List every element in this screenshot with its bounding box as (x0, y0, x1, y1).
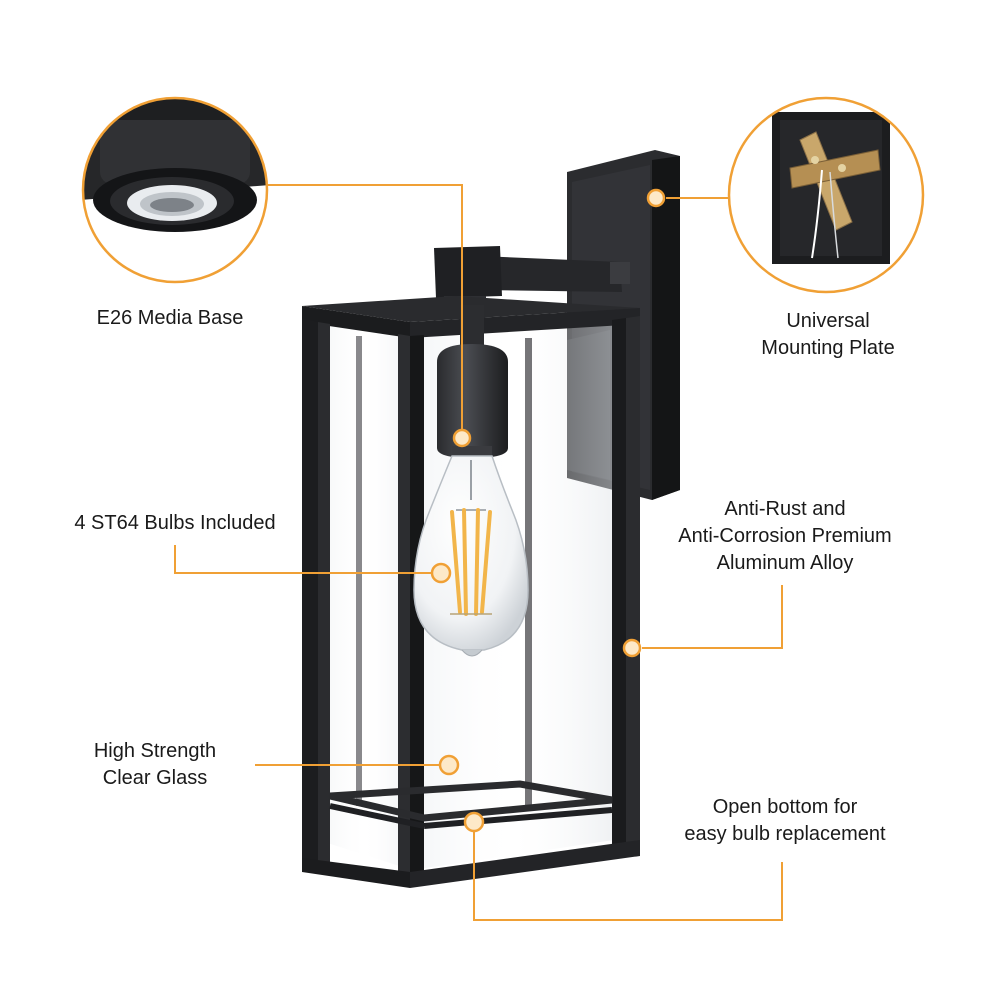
label-line: Clear Glass (102, 767, 208, 789)
callout-dot-e26 (452, 428, 472, 448)
label-line: Anti-Rust and (724, 498, 846, 520)
label-line: Aluminum Alloy (716, 552, 854, 574)
label-aluminum-alloy: Anti-Rust and Anti-Corrosion Premium Alu… (640, 496, 930, 577)
label-line: Mounting Plate (761, 337, 895, 359)
label-st64-bulbs: 4 ST64 Bulbs Included (55, 510, 295, 537)
edison-bulb (413, 455, 529, 657)
detail-circle-e26-base (81, 96, 269, 284)
label-e26-media-base: E26 Media Base (70, 305, 270, 332)
label-open-bottom: Open bottom for easy bulb replacement (655, 794, 915, 848)
label-line: Open bottom for (712, 796, 858, 818)
callout-dot-glass (438, 754, 460, 776)
lantern-frame (302, 296, 640, 888)
label-line: High Strength (93, 740, 217, 762)
label-clear-glass: High Strength Clear Glass (60, 738, 250, 792)
label-line: Universal (786, 310, 870, 332)
detail-circle-mounting-plate (727, 96, 925, 294)
label-line: easy bulb replacement (684, 823, 886, 845)
bulb-socket (437, 305, 508, 458)
label-line: Anti-Corrosion Premium (678, 525, 892, 547)
label-line: 4 ST64 Bulbs Included (74, 512, 276, 534)
callout-dot-alloy (622, 638, 642, 658)
label-universal-mounting-plate: Universal Mounting Plate (728, 308, 928, 362)
callout-lines (174, 184, 783, 921)
label-line: E26 Media Base (96, 307, 244, 329)
callout-dot-bottom (463, 811, 485, 833)
callout-dot-plate (646, 188, 666, 208)
callout-dot-bulbs (430, 562, 452, 584)
